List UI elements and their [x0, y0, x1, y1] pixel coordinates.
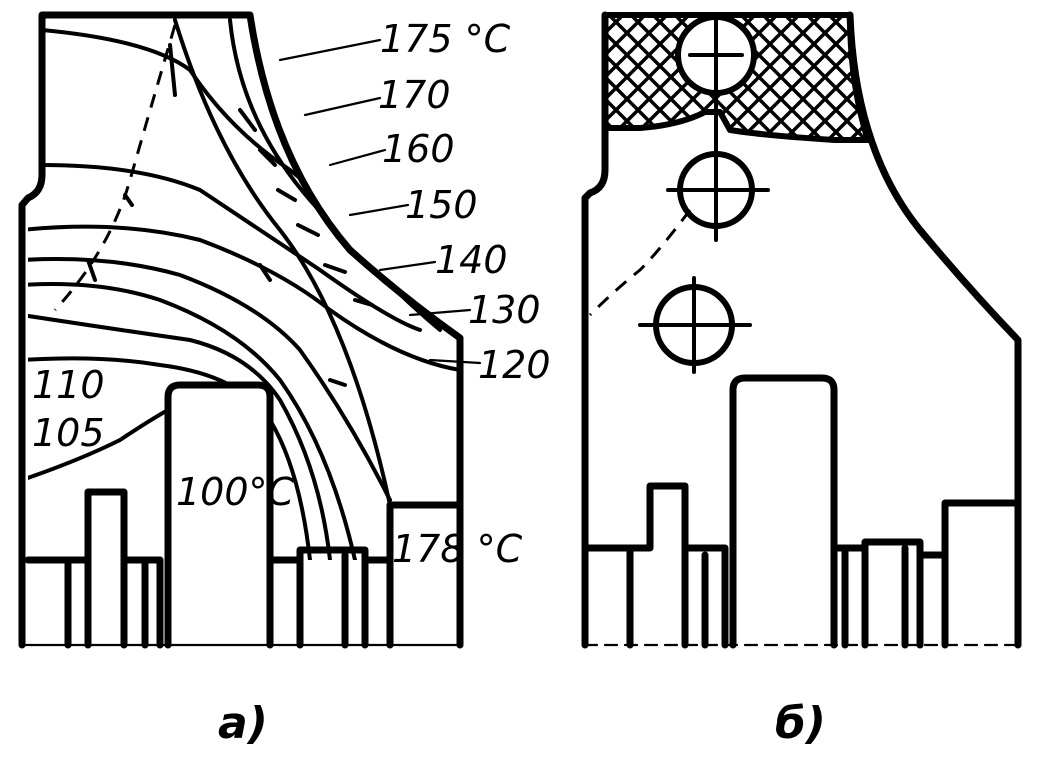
panel-a-teeth-left	[24, 488, 164, 649]
panel-b-dashed-line	[588, 209, 692, 317]
isotherm-label-120: 120	[478, 343, 551, 387]
panel-a-slot	[164, 381, 274, 649]
left-label-105: 105	[32, 411, 105, 455]
corner-label-178: 178 °C	[392, 527, 523, 571]
panel-b-slot	[729, 374, 838, 649]
isotherm-label-150: 150	[405, 183, 478, 227]
isotherm-label-170: 170	[378, 73, 451, 117]
panel-a-isotherms	[28, 18, 460, 560]
panel-a-step	[386, 501, 464, 649]
isotherm-label-140: 140	[435, 238, 508, 282]
panel-b-outline	[581, 11, 1022, 649]
panel-a-outline	[18, 11, 464, 649]
left-label-110: 110	[32, 363, 105, 407]
inner-label-100: 100°C	[176, 470, 295, 514]
panel-a-caption: а)	[218, 698, 268, 749]
panel-a: 175 °C 170 160 150 140 130 120 110 105 1…	[18, 11, 551, 749]
isotherm-label-175: 175 °C	[380, 17, 511, 61]
isotherm-label-160: 160	[382, 127, 455, 171]
panel-a-leaders	[278, 38, 482, 365]
panel-b-teeth-right	[830, 538, 949, 649]
panel-b-caption: б)	[775, 698, 826, 749]
crosshairs	[638, 13, 770, 374]
panel-a-dashed-line	[53, 24, 177, 312]
panel-b-step	[941, 499, 1022, 649]
isotherm-label-130: 130	[468, 288, 541, 332]
panel-b: б)	[581, 11, 1027, 749]
panel-a-teeth-right	[266, 546, 394, 649]
panel-b-teeth-left	[581, 482, 729, 649]
